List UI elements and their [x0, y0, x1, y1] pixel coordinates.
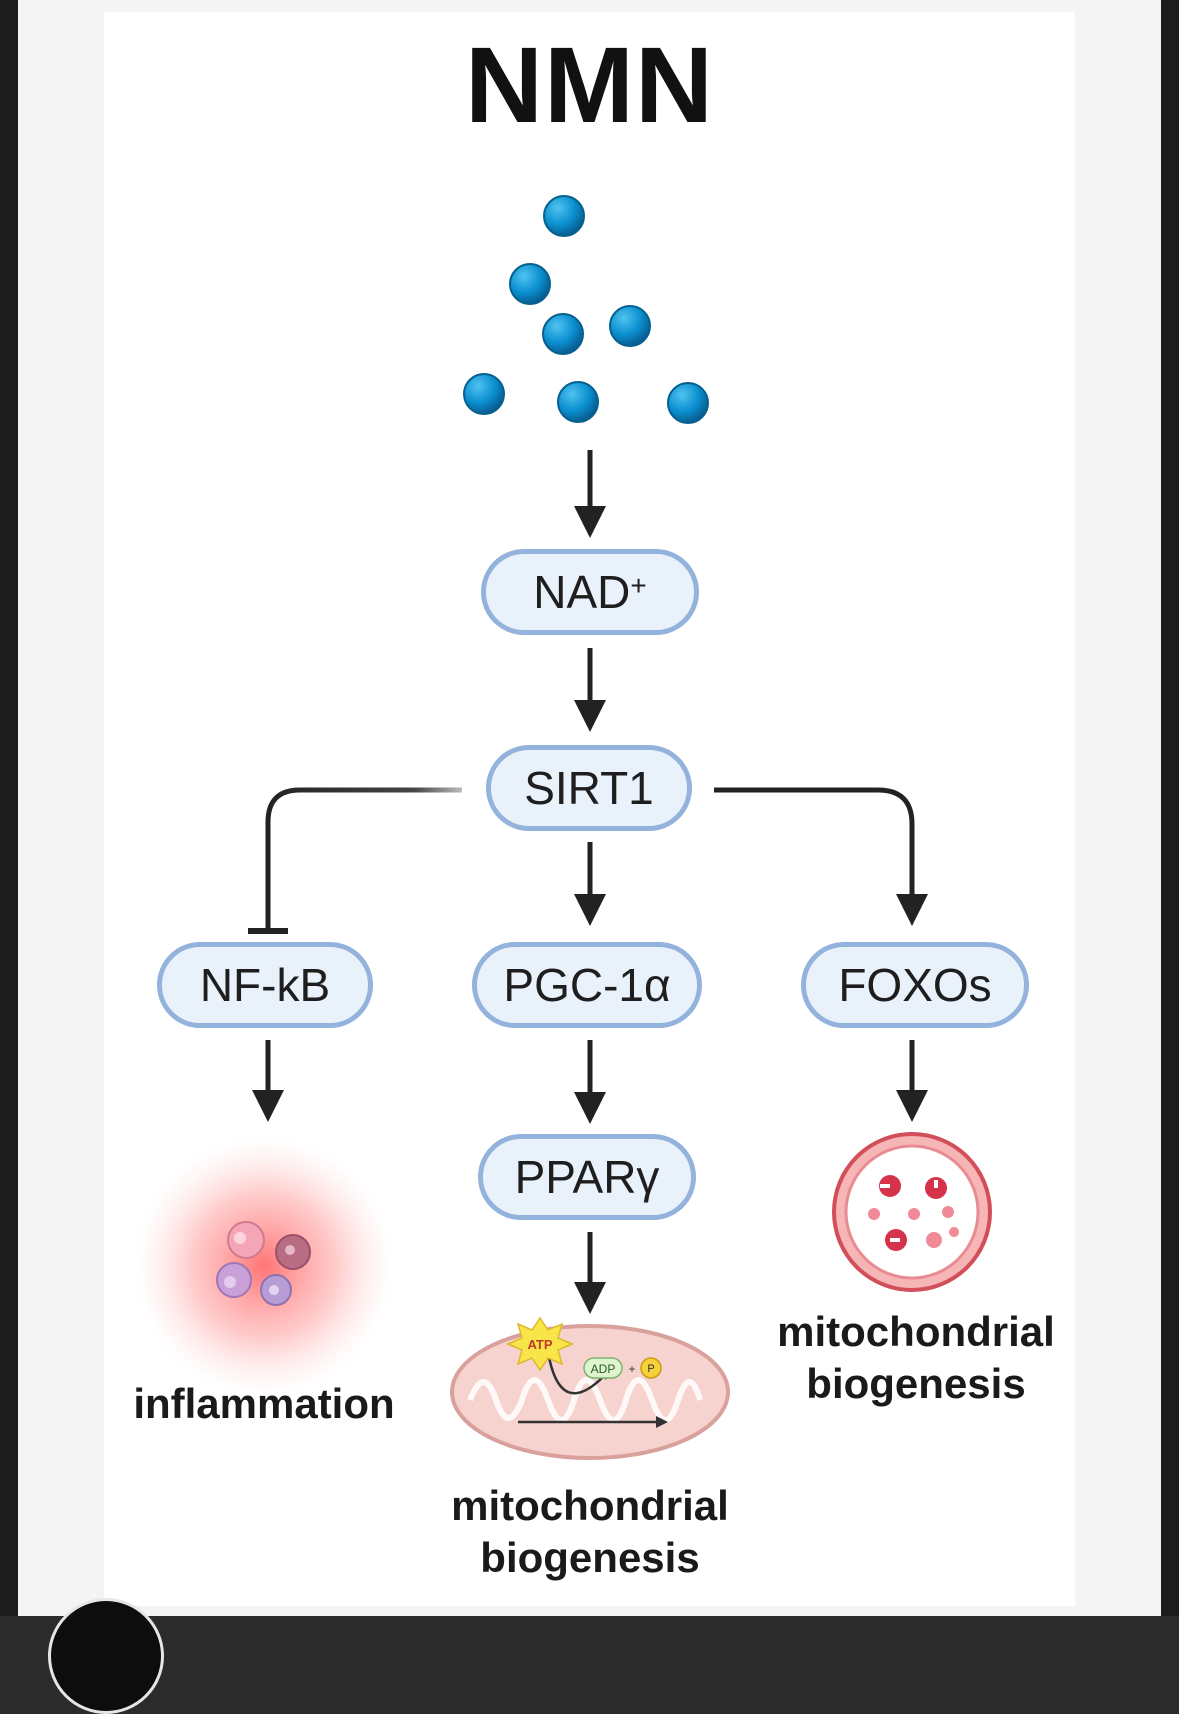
nfkb-label: NF-kB: [199, 959, 331, 1011]
pgc1a-node: PGC-1α: [472, 942, 702, 1028]
nmn-molecules: [463, 195, 709, 424]
mitochondrial-biogenesis-right: mitochondrial biogenesis: [756, 1306, 1076, 1410]
molecule-dot: [463, 373, 505, 415]
right-frame-edge: [1161, 0, 1179, 1616]
arrow-nmn-to-nad: [574, 450, 606, 538]
molecule-dot: [557, 381, 599, 423]
nad-label: NAD: [533, 566, 631, 618]
mitochondria-cross-section: [832, 1132, 992, 1292]
nad-superscript: +: [630, 570, 647, 601]
foxos-node: FOXOs: [801, 942, 1029, 1028]
mito-center-line1: mitochondrial: [451, 1482, 729, 1529]
atp-label: ATP: [527, 1337, 552, 1352]
mito-center-line2: biogenesis: [480, 1534, 700, 1581]
arrow-nad-to-sirt1: [574, 648, 606, 732]
immune-cell: [227, 1221, 265, 1259]
molecule-dot: [667, 382, 709, 424]
mitochondrial-biogenesis-center: mitochondrial biogenesis: [430, 1480, 750, 1584]
phosphate-label: P: [647, 1363, 654, 1375]
molecule-dot: [543, 195, 585, 237]
phosphate-badge: P: [640, 1357, 662, 1379]
arrow-pgc1a-to-ppary: [574, 1040, 606, 1124]
adp-label: ADP: [591, 1362, 616, 1376]
mito-right-line1: mitochondrial: [777, 1308, 1055, 1355]
molecule-dot: [542, 313, 584, 355]
pathway-diagram: ATP ADP + P: [134, 195, 992, 1460]
arrow-foxos-to-mitochondria: [896, 1040, 928, 1122]
ppary-node: PPARγ: [478, 1134, 696, 1220]
nad-node: NAD+: [481, 549, 699, 635]
molecule-dot: [509, 263, 551, 305]
nfkb-node: NF-kB: [157, 942, 373, 1028]
left-frame-edge: [0, 0, 18, 1616]
inhibition-sirt1-to-nfkb: [248, 787, 462, 934]
plus-sign: +: [628, 1362, 635, 1376]
arrow-ppary-to-mitochondrion: [574, 1232, 606, 1314]
floating-action-badge[interactable]: [48, 1598, 164, 1714]
ppary-label: PPARγ: [514, 1151, 660, 1203]
pgc1a-label: PGC-1α: [503, 959, 671, 1011]
sirt1-label: SIRT1: [524, 762, 654, 814]
activation-sirt1-to-foxos: [714, 787, 928, 926]
molecule-dot: [609, 305, 651, 347]
inflammation-illustration: [134, 1136, 394, 1396]
arrow-nfkb-to-inflammation: [252, 1040, 284, 1122]
mitochondrion-illustration: ATP ADP + P: [450, 1316, 730, 1460]
diagram-title: NMN: [465, 24, 714, 145]
sirt1-node: SIRT1: [486, 745, 692, 831]
mito-right-line2: biogenesis: [806, 1360, 1026, 1407]
atp-burst: ATP: [506, 1316, 574, 1372]
adp-badge: ADP: [583, 1357, 623, 1379]
arrows: [252, 450, 928, 1314]
inflammation-label: inflammation: [133, 1380, 395, 1427]
arrow-sirt1-to-pgc1a: [574, 842, 606, 926]
foxos-label: FOXOs: [838, 959, 992, 1011]
